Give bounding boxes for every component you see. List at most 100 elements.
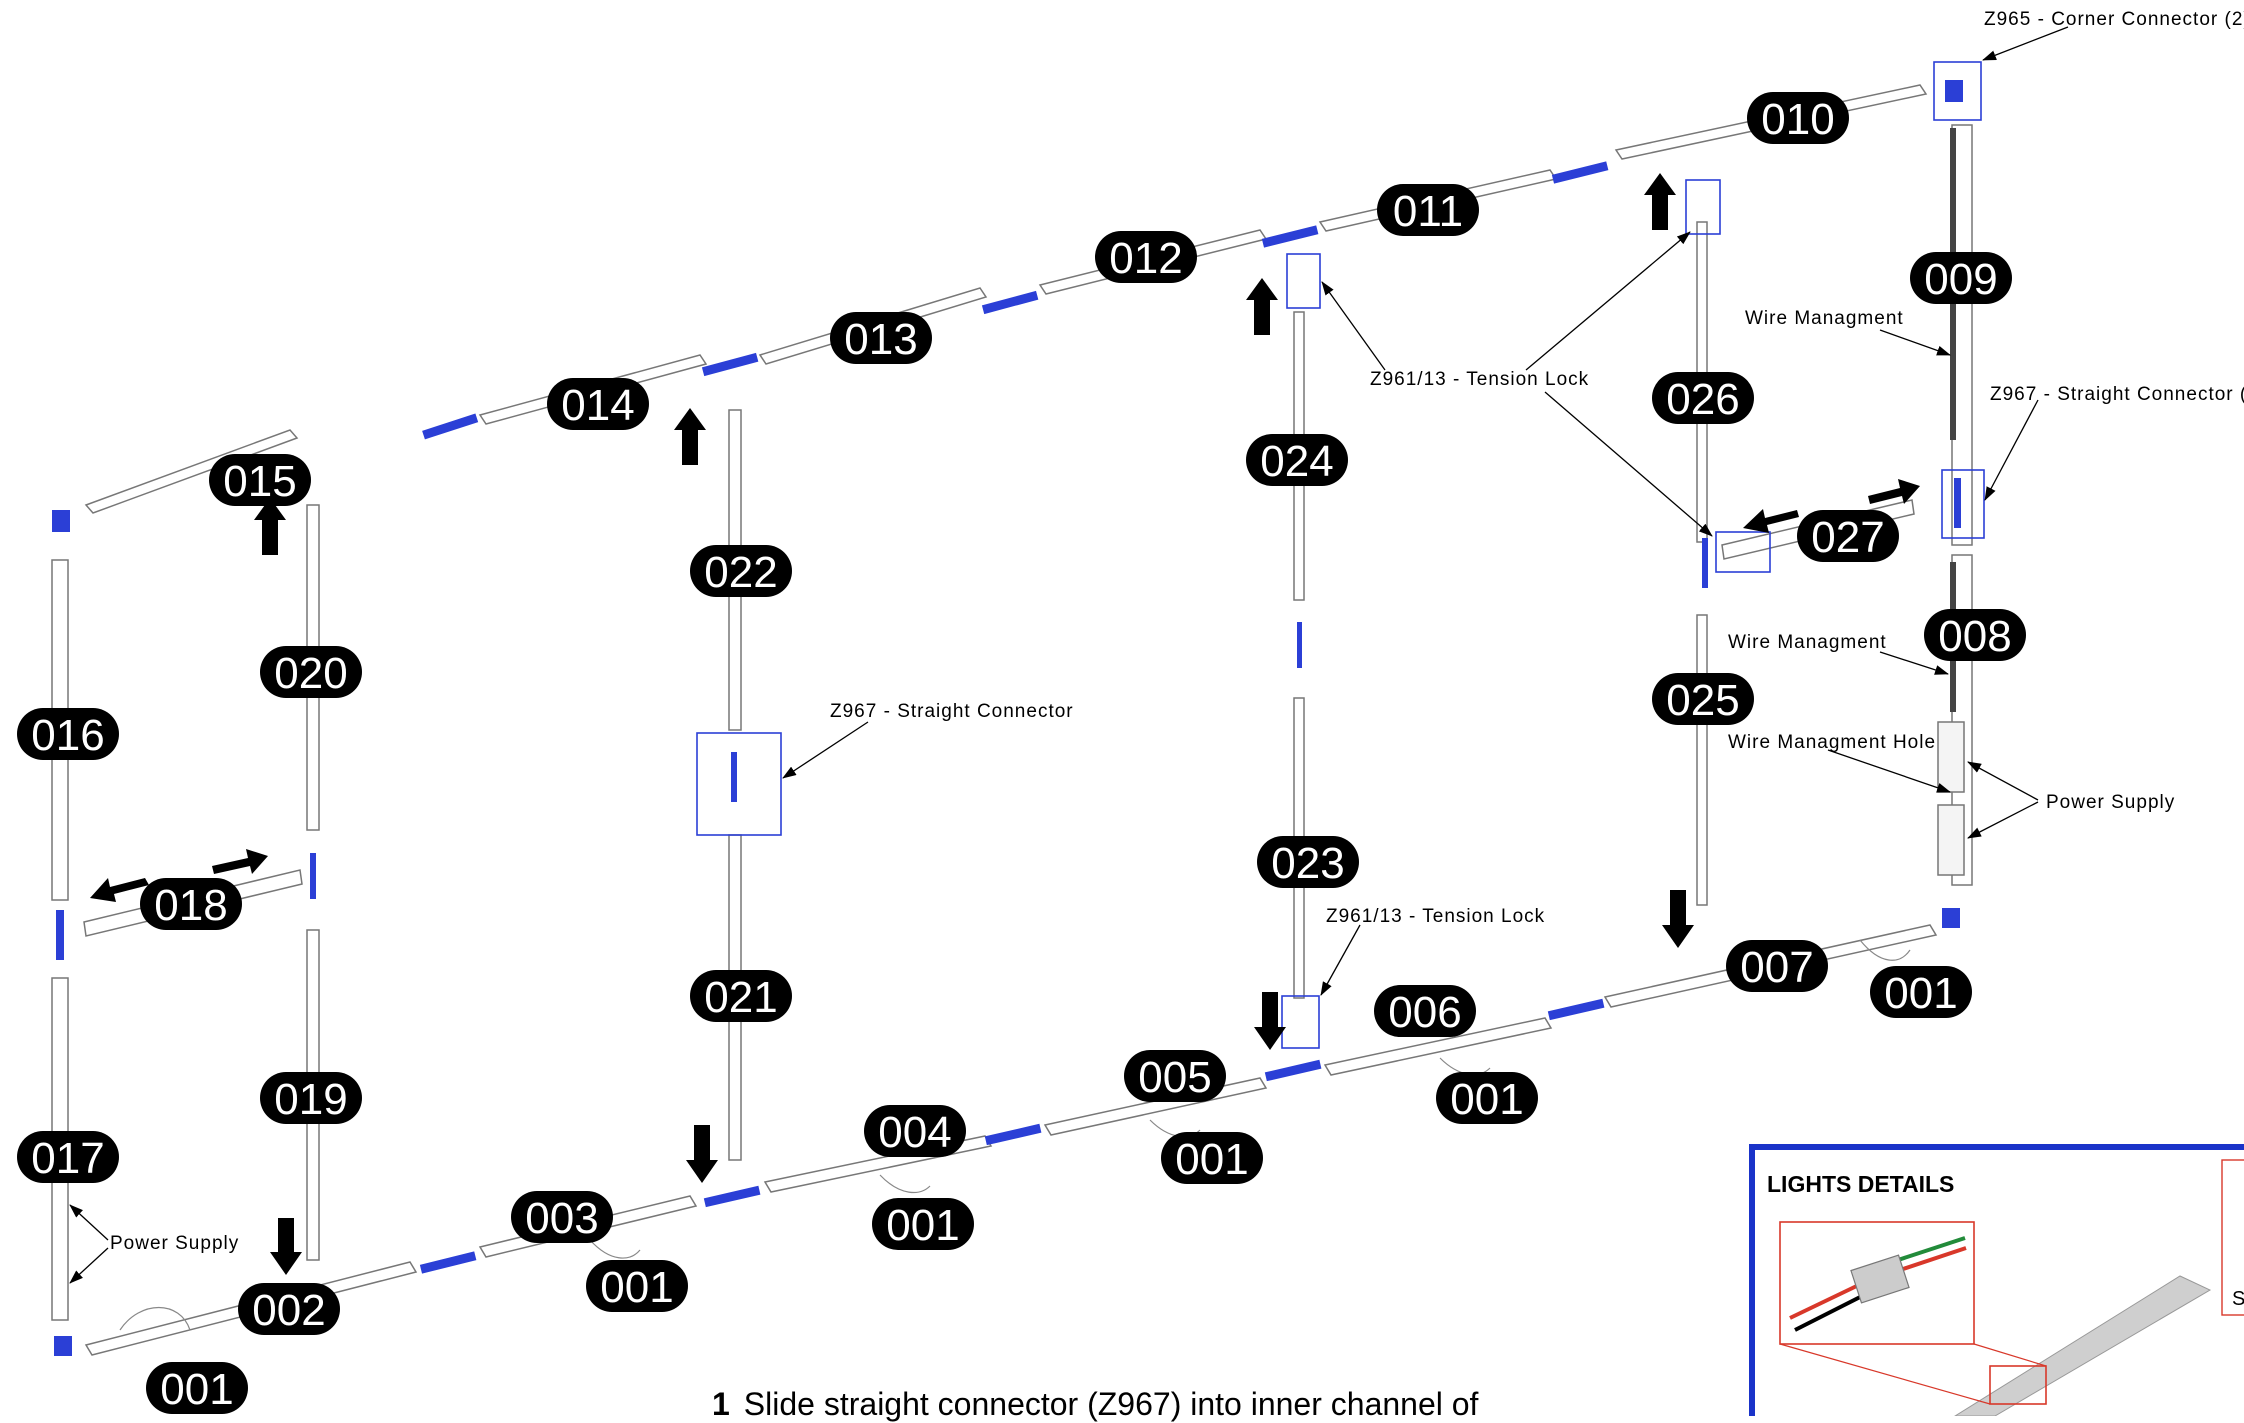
svg-text:019: 019 [274,1075,347,1124]
svg-text:016: 016 [31,711,104,760]
svg-text:010: 010 [1761,95,1834,144]
leader-straight-connector-right [1984,399,2039,501]
label-wire-management-2: Wire Managment [1728,632,1887,653]
svg-text:020: 020 [274,649,347,698]
connector-top-3 [981,290,1039,315]
arrow-down-023 [1254,992,1286,1050]
corner-connector-box [1933,61,1982,121]
light-bar-right [1859,939,1911,961]
badge-001-f: 001 [1870,966,1972,1018]
connector-detail-frame [1779,1221,1975,1345]
connector-top-4 [1261,225,1319,248]
badge-023: 023 [1257,836,1359,888]
badge-001-a: 001 [146,1362,248,1414]
label-power-supply-right: Power Supply [2046,792,2175,813]
badge-019: 019 [260,1072,362,1124]
label-corner-connector: Z965 - Corner Connector (2) [1984,9,2244,30]
leader-straight-connector-center [782,721,869,779]
badge-021: 021 [690,970,792,1022]
detail-zoom-leader-2 [1973,1343,2047,1367]
detail-zoom-leader-1 [1779,1343,1991,1405]
badge-011: 011 [1377,184,1479,236]
badge-009: 009 [1910,252,2012,304]
arrow-up-024 [1246,278,1278,335]
straight-connector-box-right [1941,469,1985,539]
badge-001-e: 001 [1436,1072,1538,1124]
instruction-number: 1 [712,1386,730,1422]
label-straight-connector-right: Z967 - Straight Connector (2 [1990,384,2244,405]
light-bar-mid-2 [879,1174,931,1194]
label-tension-lock-bottom: Z961/13 - Tension Lock [1326,906,1545,927]
bottom-rail-segment-006 [1323,1017,1553,1076]
badge-006: 006 [1374,985,1476,1037]
badge-007: 007 [1726,940,1828,992]
light-bar-mid-1 [589,1239,641,1259]
corner-connector-top-right [1945,80,1963,102]
badge-020: 020 [260,646,362,698]
leader-tension-lock-mid [1544,391,1713,537]
instruction-step: 1 Slide straight connector (Z967) into in… [712,1386,1478,1423]
badge-013: 013 [830,312,932,364]
svg-text:011: 011 [1393,187,1463,236]
arrow-up-014 [674,408,706,465]
connector-top-1 [422,413,479,440]
svg-text:014: 014 [561,381,634,430]
badge-026: 026 [1652,372,1754,424]
arrow-up-026 [1644,173,1676,230]
power-supply-box-upper [1937,721,1965,793]
svg-text:026: 026 [1666,375,1739,424]
lights-details-title: LIGHTS DETAILS [1767,1171,1954,1197]
upright-025 [1696,614,1708,906]
connector-bottom-3 [984,1123,1042,1146]
power-supply-box-lower [1937,804,1965,876]
tension-lock-small-left [310,853,316,899]
straight-connector-box-center [696,732,782,836]
tension-lock-mid [1297,622,1302,668]
connector-right-inside [1954,478,1961,528]
svg-text:001: 001 [886,1201,959,1250]
tension-lock-box-top [1286,253,1321,309]
leader-tension-lock-top [1321,281,1386,371]
lights-details-panel: LIGHTS DETAILS S [1749,1144,2244,1423]
svg-text:001: 001 [160,1365,233,1414]
badge-001-d: 001 [1161,1132,1263,1184]
badge-015: 015 [209,454,311,506]
straight-connectors [52,80,1963,1356]
detail-zoom-marker [1989,1365,2047,1405]
svg-text:009: 009 [1924,255,1997,304]
svg-text:003: 003 [525,1194,598,1243]
leader-corner-connector [1982,26,2069,61]
badge-001-b: 001 [586,1260,688,1312]
label-straight-connector-center: Z967 - Straight Connector [830,701,1074,722]
connector-center-inside [731,752,737,802]
leader-power-supply-left-1 [69,1204,109,1241]
corner-connector-bottom-left [54,1336,72,1356]
arrow-left-018 [90,878,149,902]
tension-lock-box-bottom [1281,995,1320,1049]
detail-side-frame [2221,1159,2244,1316]
label-wire-management-1: Wire Managment [1745,308,1904,329]
svg-text:006: 006 [1388,988,1461,1037]
connector-top-2 [701,352,759,377]
detail-wire-red [1789,1280,1866,1320]
arrow-up-015 [254,498,286,555]
tension-lock-left [56,910,64,960]
badge-017: 017 [17,1131,119,1183]
svg-text:017: 017 [31,1134,104,1183]
lights-details-border [1749,1144,2244,1423]
connector-bottom-2 [703,1185,761,1208]
badge-002: 002 [238,1283,340,1335]
svg-text:015: 015 [223,457,296,506]
connector-top-5 [1551,161,1609,184]
callout-labels: Z965 - Corner Connector (2) Z967 - Strai… [110,9,2244,1254]
arrow-left-027 [1743,509,1799,533]
svg-text:007: 007 [1740,943,1813,992]
instruction-text: Slide straight connector (Z967) into inn… [743,1386,1479,1422]
badge-014: 014 [547,378,649,430]
svg-text:024: 024 [1260,437,1333,486]
svg-text:025: 025 [1666,676,1739,725]
arrow-right-027 [1868,479,1920,504]
leader-tension-lock-right [1525,231,1691,371]
detail-side-letter: S [2232,1288,2244,1310]
svg-text:008: 008 [1938,612,2011,661]
